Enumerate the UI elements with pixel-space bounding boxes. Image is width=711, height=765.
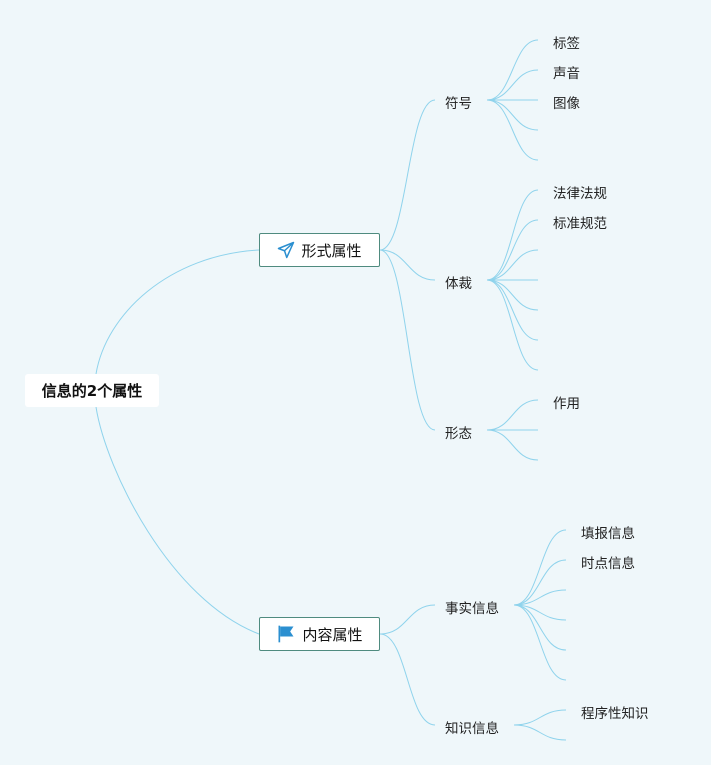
subtopic-knowledge-info[interactable]: 知识信息 bbox=[445, 721, 499, 737]
root-label: 信息的2个属性 bbox=[41, 382, 143, 400]
leaf-node[interactable]: 图像 bbox=[553, 96, 580, 112]
leaf-node[interactable]: 法律法规 bbox=[553, 186, 607, 202]
connector-line bbox=[95, 406, 260, 635]
flag-icon bbox=[276, 624, 296, 644]
connector-line bbox=[513, 529, 567, 606]
branch-label: 内容属性 bbox=[302, 625, 363, 644]
subtopic-form[interactable]: 形态 bbox=[445, 426, 472, 442]
connector-line bbox=[95, 249, 260, 375]
subtopic-fact-info[interactable]: 事实信息 bbox=[445, 601, 499, 617]
connector-line bbox=[486, 99, 539, 131]
leaf-node[interactable]: 声音 bbox=[553, 66, 580, 82]
connector-line bbox=[513, 604, 567, 651]
connector-line bbox=[486, 219, 539, 281]
connector-line bbox=[379, 604, 436, 635]
connector-line bbox=[486, 279, 539, 311]
paper-plane-icon bbox=[277, 241, 295, 259]
leaf-node[interactable]: 标签 bbox=[553, 36, 580, 52]
connector-line bbox=[513, 559, 567, 606]
connector-line bbox=[379, 99, 436, 251]
leaf-node[interactable]: 作用 bbox=[553, 396, 580, 412]
connector-line bbox=[486, 99, 539, 161]
connector-line bbox=[486, 39, 539, 101]
subtopic-genre[interactable]: 体裁 bbox=[445, 276, 472, 292]
leaf-node[interactable]: 填报信息 bbox=[581, 526, 635, 542]
connector-line bbox=[513, 724, 567, 741]
root-node[interactable]: 信息的2个属性 bbox=[25, 374, 159, 407]
connector-line bbox=[486, 279, 539, 371]
subtopic-symbol[interactable]: 符号 bbox=[445, 96, 472, 112]
connector-line bbox=[486, 189, 539, 281]
leaf-node[interactable]: 标准规范 bbox=[553, 216, 607, 232]
connector-line bbox=[513, 709, 567, 726]
connector-line bbox=[513, 589, 567, 606]
connector-line bbox=[486, 429, 539, 461]
branch-label: 形式属性 bbox=[301, 241, 362, 260]
leaf-node[interactable]: 程序性知识 bbox=[581, 706, 649, 722]
connector-line bbox=[486, 399, 539, 431]
connector-line bbox=[486, 279, 539, 341]
connector-line bbox=[486, 249, 539, 281]
connector-line bbox=[513, 604, 567, 681]
connector-line bbox=[379, 633, 436, 726]
connector-line bbox=[486, 69, 539, 101]
branch-node-form[interactable]: 形式属性 bbox=[259, 233, 380, 267]
connector-line bbox=[513, 604, 567, 621]
leaf-node[interactable]: 时点信息 bbox=[581, 556, 635, 572]
connector-line bbox=[379, 249, 436, 281]
branch-node-content[interactable]: 内容属性 bbox=[259, 617, 380, 651]
connector-line bbox=[379, 249, 436, 431]
